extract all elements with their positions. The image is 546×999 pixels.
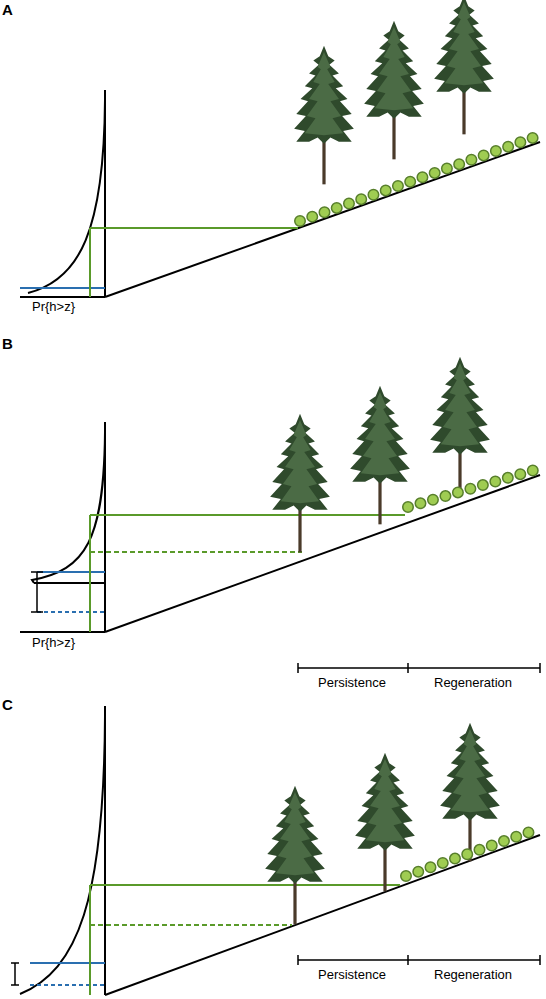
panel-letter: A	[2, 2, 13, 19]
green-level	[89, 515, 91, 632]
tree	[270, 414, 330, 553]
green-level	[89, 228, 91, 297]
seedling-row	[300, 136, 538, 221]
zone-label: Persistence	[318, 968, 386, 982]
zone-label: Regeneration	[434, 676, 512, 690]
blue-level	[30, 962, 105, 964]
seedling-row	[408, 469, 538, 507]
slope-line	[105, 475, 540, 632]
zone-scale	[298, 955, 540, 965]
zone-label: Persistence	[318, 676, 386, 690]
green-level	[89, 885, 91, 995]
baseline	[20, 296, 105, 298]
range-bracket	[31, 572, 43, 612]
probability-curve	[20, 716, 105, 994]
zone-label: Regeneration	[434, 968, 512, 982]
green-level	[90, 884, 400, 886]
panel-a	[20, 0, 540, 297]
tree	[294, 46, 354, 185]
probability-curve	[32, 432, 105, 583]
green-level	[90, 227, 298, 229]
blue-level	[37, 571, 105, 573]
range-bracket	[11, 963, 19, 985]
blue-level	[20, 287, 105, 289]
slope-line	[105, 835, 540, 995]
tree	[430, 357, 490, 496]
blue-level-dashed	[37, 611, 105, 613]
tree	[434, 0, 494, 134]
panel-c	[11, 706, 540, 995]
axis-label: Pr{h>z}	[32, 300, 75, 314]
seedling-row	[408, 469, 538, 507]
tree	[265, 786, 325, 925]
panel-letter: C	[2, 697, 13, 714]
green-level	[90, 514, 405, 516]
green-level-dashed	[90, 551, 302, 553]
panel-b	[20, 357, 540, 673]
tree	[350, 386, 410, 525]
axis-label: Pr{h>z}	[32, 636, 75, 650]
green-level-dashed	[90, 924, 292, 926]
baseline	[20, 631, 105, 633]
probability-curve	[28, 100, 105, 293]
panel-letter: B	[2, 336, 13, 353]
seedling-row	[300, 136, 538, 221]
zone-scale	[298, 663, 540, 673]
blue-level-dashed	[30, 984, 105, 986]
seedling-row	[406, 829, 538, 876]
tree	[364, 21, 424, 160]
seedling-row	[406, 829, 538, 876]
curve-base	[34, 582, 105, 584]
